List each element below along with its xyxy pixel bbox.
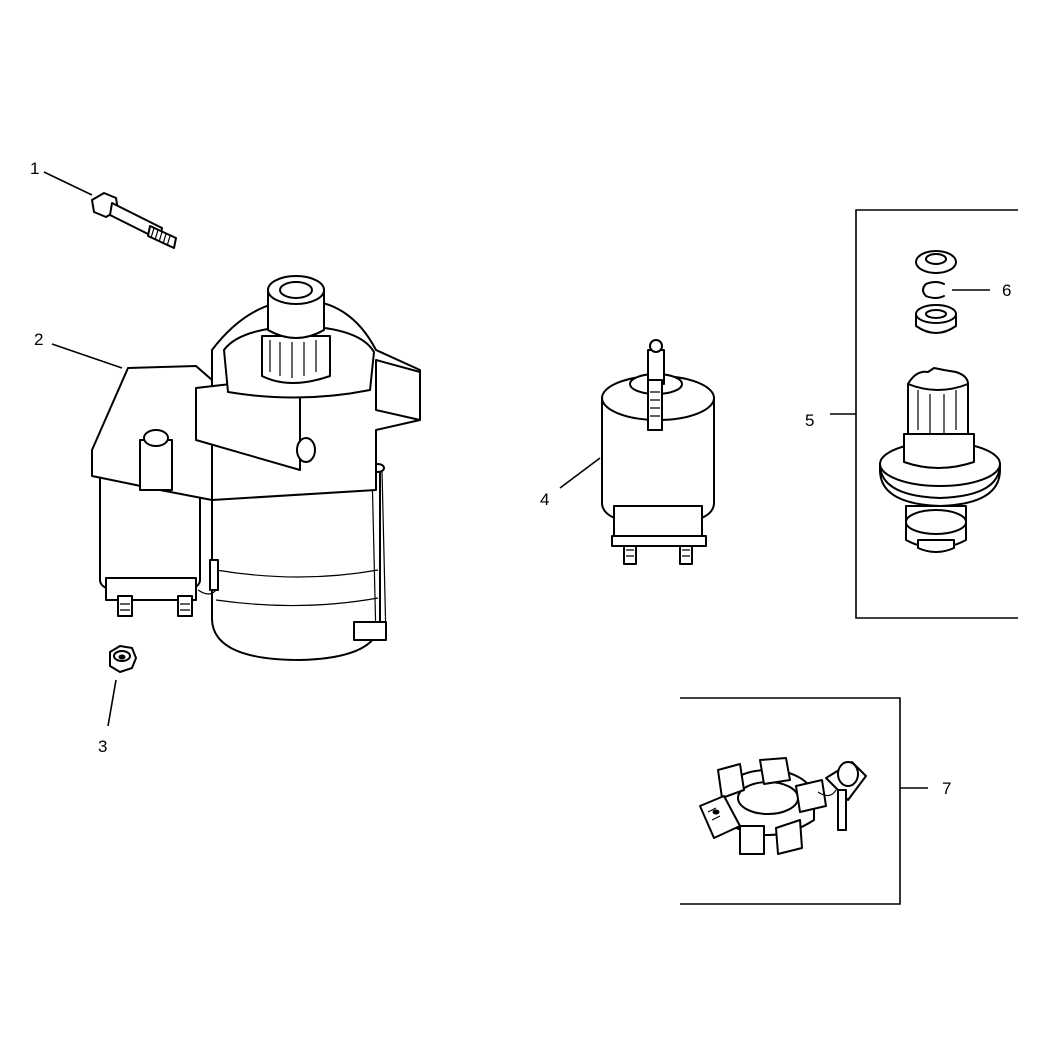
leader-line-4 <box>559 457 601 489</box>
brush-holder-part-7[interactable] <box>699 757 867 855</box>
snap-ring-part-6[interactable] <box>922 281 945 299</box>
callout-5: 5 <box>805 411 814 430</box>
bolt-part-1[interactable] <box>91 192 177 249</box>
solenoid-switch-part-4[interactable] <box>601 339 715 565</box>
group-frame-7 <box>680 697 901 905</box>
callout-3: 3 <box>98 737 107 756</box>
leader-line-3 <box>107 679 117 727</box>
pinion-drive-part-5[interactable] <box>879 250 1001 553</box>
starter-motor-part-2[interactable] <box>91 275 421 661</box>
callout-4: 4 <box>540 490 549 509</box>
leader-line-1 <box>43 171 93 196</box>
callout-2: 2 <box>34 330 43 349</box>
callout-1: 1 <box>30 159 39 178</box>
leader-line-2 <box>51 343 123 369</box>
callout-6: 6 <box>1002 281 1011 300</box>
nut-part-3[interactable] <box>109 645 137 673</box>
callout-7: 7 <box>942 779 951 798</box>
